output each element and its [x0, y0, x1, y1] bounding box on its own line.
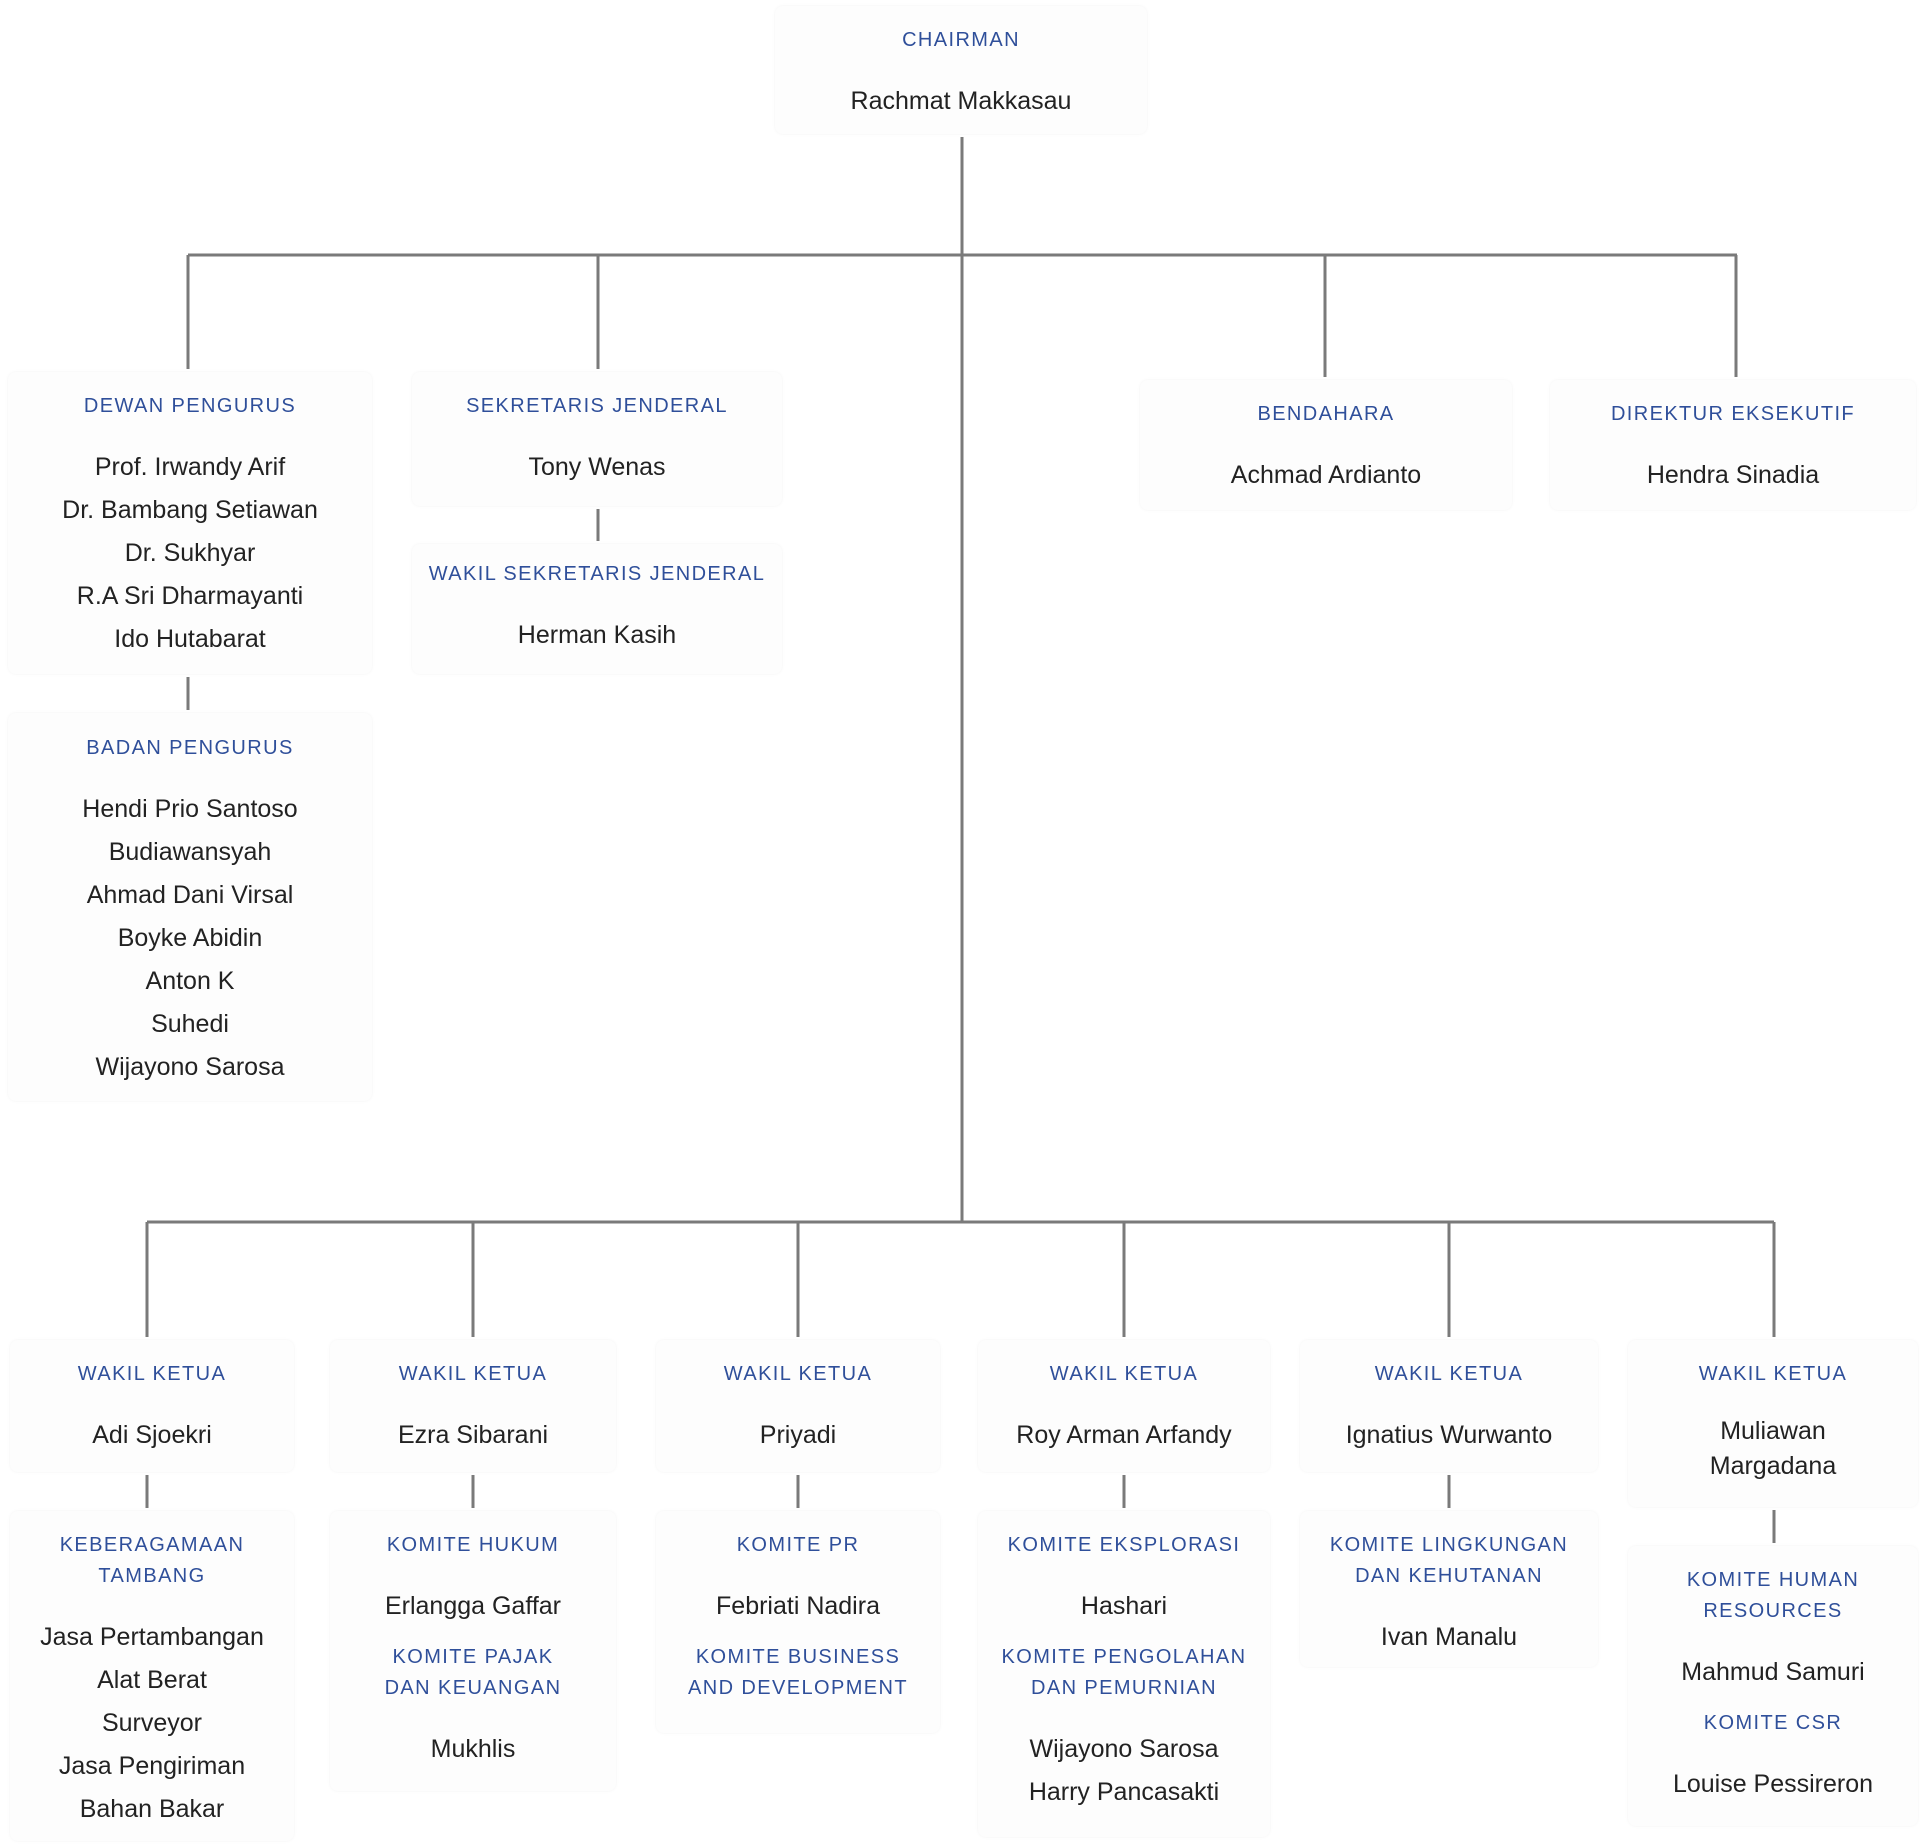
member-name: Suhedi — [151, 1010, 229, 1038]
member-name: Dr. Sukhyar — [124, 539, 256, 567]
member-name: Louise Pessireron — [1672, 1770, 1874, 1798]
komite-role: KOMITE PAJAK DAN KEUANGAN — [384, 1646, 562, 1699]
wakil-sekretaris-jenderal-role: WAKIL SEKRETARIS JENDERAL — [428, 563, 766, 585]
bendahara-name: Achmad Ardianto — [1230, 461, 1422, 489]
komite-role: KOMITE HUMAN RESOURCES — [1686, 1569, 1860, 1622]
direktur-eksekutif-box: DIREKTUR EKSEKUTIF Hendra Sinadia — [1550, 380, 1916, 510]
member-name: Febriati Nadira — [716, 1592, 880, 1620]
wakil-ketua-name: Adi Sjoekri — [92, 1421, 212, 1449]
member-name: Mukhlis — [430, 1735, 516, 1763]
komite-box: KOMITE EKSPLORASI Hashari KOMITE PENGOLA… — [978, 1511, 1270, 1837]
member-name: Ido Hutabarat — [114, 625, 266, 653]
wakil-ketua-box: WAKIL KETUA Roy Arman Arfandy — [978, 1340, 1270, 1472]
member-name: Budiawansyah — [108, 838, 272, 866]
member-name: Ahmad Dani Virsal — [86, 881, 294, 909]
komite-role: KOMITE PENGOLAHAN DAN PEMURNIAN — [1001, 1646, 1247, 1699]
wakil-ketua-role: WAKIL KETUA — [1049, 1363, 1199, 1385]
chairman-name: Rachmat Makkasau — [850, 87, 1072, 115]
wakil-ketua-name: Roy Arman Arfandy — [1016, 1421, 1232, 1449]
bendahara-role: BENDAHARA — [1257, 403, 1395, 425]
komite-role: KOMITE EKSPLORASI — [1007, 1534, 1241, 1556]
member-name: Erlangga Gaffar — [384, 1592, 562, 1620]
dewan-pengurus-role: DEWAN PENGURUS — [83, 395, 297, 417]
komite-role: KOMITE CSR — [1703, 1712, 1843, 1734]
dewan-pengurus-box: DEWAN PENGURUS Prof. Irwandy Arif Dr. Ba… — [8, 372, 372, 674]
komite-box: KEBERAGAMAAN TAMBANG Jasa Pertambangan A… — [10, 1511, 294, 1841]
wakil-ketua-role: WAKIL KETUA — [1698, 1363, 1848, 1385]
wakil-sekretaris-jenderal-name: Herman Kasih — [517, 621, 677, 649]
member-name: Jasa Pertambangan — [40, 1623, 264, 1651]
komite-role: KEBERAGAMAAN TAMBANG — [59, 1534, 245, 1587]
member-name: Anton K — [145, 967, 235, 995]
wakil-ketua-name: Ignatius Wurwanto — [1345, 1421, 1553, 1449]
badan-pengurus-role: BADAN PENGURUS — [86, 737, 294, 759]
komite-box: KOMITE LINGKUNGAN DAN KEHUTANAN Ivan Man… — [1300, 1511, 1598, 1667]
wakil-ketua-box: WAKIL KETUA Muliawan Margadana — [1628, 1340, 1918, 1507]
wakil-ketua-role: WAKIL KETUA — [723, 1363, 873, 1385]
member-name: Surveyor — [101, 1709, 203, 1737]
member-name: Alat Berat — [97, 1666, 207, 1694]
wakil-ketua-name: Ezra Sibarani — [397, 1421, 549, 1449]
member-name: Dr. Bambang Setiawan — [62, 496, 318, 524]
wakil-ketua-box: WAKIL KETUA Ezra Sibarani — [330, 1340, 616, 1472]
wakil-sekretaris-jenderal-box: WAKIL SEKRETARIS JENDERAL Herman Kasih — [412, 544, 782, 674]
member-name: Hashari — [1080, 1592, 1168, 1620]
wakil-ketua-box: WAKIL KETUA Ignatius Wurwanto — [1300, 1340, 1598, 1472]
komite-role: KOMITE HUKUM — [386, 1534, 560, 1556]
komite-role: KOMITE LINGKUNGAN DAN KEHUTANAN — [1329, 1534, 1569, 1587]
direktur-eksekutif-name: Hendra Sinadia — [1646, 461, 1820, 489]
sekretaris-jenderal-name: Tony Wenas — [528, 453, 666, 481]
member-name: Harry Pancasakti — [1028, 1778, 1220, 1806]
wakil-ketua-role: WAKIL KETUA — [77, 1363, 227, 1385]
badan-pengurus-box: BADAN PENGURUS Hendi Prio Santoso Budiaw… — [8, 713, 372, 1101]
komite-role: KOMITE PR — [736, 1534, 860, 1556]
komite-box: KOMITE HUMAN RESOURCES Mahmud Samuri KOM… — [1628, 1546, 1918, 1826]
member-name: Wijayono Sarosa — [95, 1053, 285, 1081]
member-name: Prof. Irwandy Arif — [94, 453, 286, 481]
wakil-ketua-name: Muliawan Margadana — [1709, 1417, 1837, 1480]
wakil-ketua-name: Priyadi — [759, 1421, 837, 1449]
komite-box: KOMITE HUKUM Erlangga Gaffar KOMITE PAJA… — [330, 1511, 616, 1791]
member-name: Boyke Abidin — [117, 924, 263, 952]
bendahara-box: BENDAHARA Achmad Ardianto — [1140, 380, 1512, 510]
member-name: Hendi Prio Santoso — [82, 795, 298, 823]
chairman-box: CHAIRMAN Rachmat Makkasau — [775, 6, 1147, 134]
wakil-ketua-role: WAKIL KETUA — [1374, 1363, 1524, 1385]
sekretaris-jenderal-box: SEKRETARIS JENDERAL Tony Wenas — [412, 372, 782, 506]
direktur-eksekutif-role: DIREKTUR EKSEKUTIF — [1610, 403, 1856, 425]
wakil-ketua-role: WAKIL KETUA — [398, 1363, 548, 1385]
member-name: Mahmud Samuri — [1681, 1658, 1865, 1686]
member-name: Ivan Manalu — [1380, 1623, 1518, 1651]
member-name: Wijayono Sarosa — [1029, 1735, 1219, 1763]
wakil-ketua-box: WAKIL KETUA Adi Sjoekri — [10, 1340, 294, 1472]
member-name: R.A Sri Dharmayanti — [76, 582, 304, 610]
komite-role: KOMITE BUSINESS AND DEVELOPMENT — [688, 1646, 908, 1699]
sekretaris-jenderal-role: SEKRETARIS JENDERAL — [466, 395, 728, 417]
komite-box: KOMITE PR Febriati Nadira KOMITE BUSINES… — [656, 1511, 940, 1733]
wakil-ketua-box: WAKIL KETUA Priyadi — [656, 1340, 940, 1472]
member-name: Bahan Bakar — [79, 1795, 225, 1823]
member-name: Jasa Pengiriman — [58, 1752, 246, 1780]
chairman-role: CHAIRMAN — [902, 29, 1020, 51]
